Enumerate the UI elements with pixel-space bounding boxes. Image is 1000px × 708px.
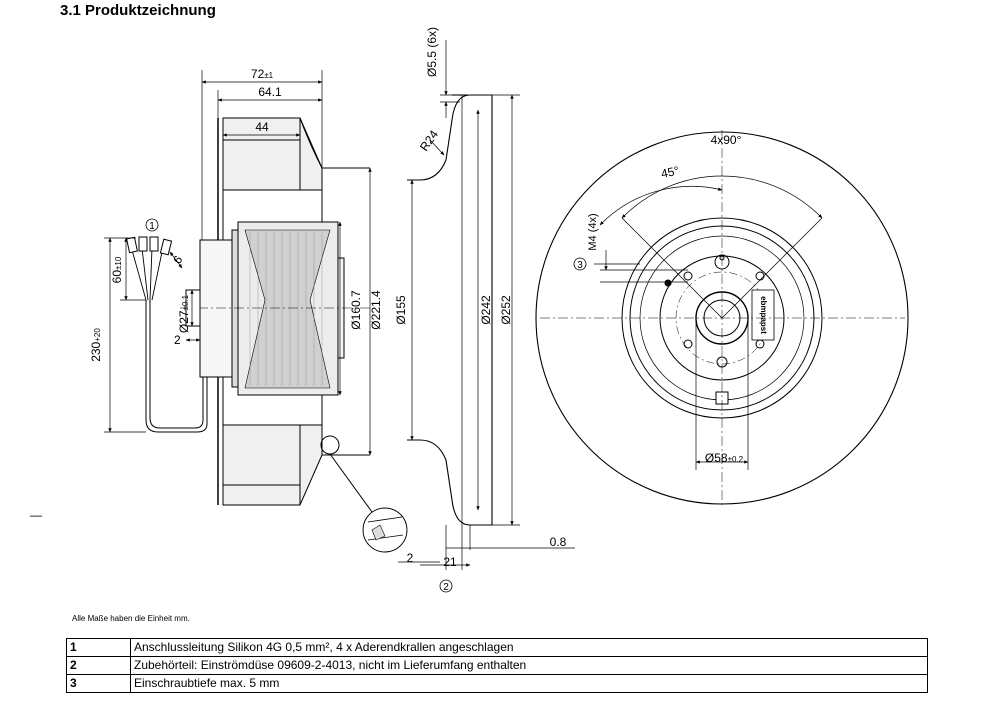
table-row: 1 Anschlussleitung Silikon 4G 0,5 mm², 4… bbox=[66, 638, 928, 657]
table-row: 3 Einschraubtiefe max. 5 mm bbox=[66, 674, 928, 693]
dim-m4-thread: M4 (4x) bbox=[587, 213, 599, 250]
nozzle-dimensions bbox=[398, 40, 575, 570]
svg-text:1: 1 bbox=[149, 221, 155, 232]
callout-markers: 1 2 3 bbox=[145, 218, 587, 593]
fan-side-view bbox=[126, 117, 380, 513]
product-drawing: 72±1 64.1 44 230+20 60±10 6 Ø27±0.1 2 Ø1… bbox=[89, 27, 909, 593]
table-row: 2 Zubehörteil: Einströmdüse 09609-2-4013… bbox=[66, 656, 928, 675]
dim-angle-45: 45° bbox=[660, 163, 681, 181]
front-dimensions bbox=[594, 175, 823, 470]
legend-number: 1 bbox=[66, 638, 131, 657]
side-mark: — bbox=[30, 508, 42, 522]
dim-thickness-21: 21 bbox=[443, 555, 457, 569]
dim-ring-252: Ø252 bbox=[499, 295, 513, 325]
dim-gap-left: 2 bbox=[174, 333, 181, 347]
dim-cable-length: 230+20 bbox=[89, 328, 103, 362]
legend-text: Zubehörteil: Einströmdüse 09609-2-4013, … bbox=[130, 656, 928, 675]
dim-motor-diameter: Ø160.7 bbox=[349, 290, 363, 330]
legend-table: 1 Anschlussleitung Silikon 4G 0,5 mm², 4… bbox=[66, 638, 928, 693]
callout-3: 3 bbox=[573, 257, 587, 271]
dim-wheel-diameter: Ø221.4 bbox=[369, 290, 383, 330]
legend-text: Anschlussleitung Silikon 4G 0,5 mm², 4 x… bbox=[130, 638, 928, 657]
fan-dimensions bbox=[104, 70, 372, 456]
dim-thickness-08: 0.8 bbox=[550, 535, 567, 549]
unit-note: Alle Maße haben die Einheit mm. bbox=[72, 614, 190, 623]
callout-1: 1 bbox=[145, 218, 159, 232]
legend-number: 3 bbox=[66, 674, 131, 693]
inlet-nozzle-section bbox=[362, 94, 493, 553]
dim-nozzle-diameter: Ø155 bbox=[394, 295, 408, 325]
dim-44: 44 bbox=[255, 120, 269, 134]
dim-thickness-2: 2 bbox=[407, 551, 414, 565]
svg-text:3: 3 bbox=[577, 260, 583, 271]
dim-ring-242: Ø242 bbox=[479, 295, 493, 325]
dim-bore-diameter: Ø58±0.2 bbox=[705, 451, 744, 465]
svg-text:2: 2 bbox=[443, 582, 449, 593]
legend-number: 2 bbox=[66, 656, 131, 675]
legend-text: Einschraubtiefe max. 5 mm bbox=[130, 674, 928, 693]
dim-64: 64.1 bbox=[258, 85, 282, 99]
dim-strip-length: 60±10 bbox=[110, 256, 124, 283]
dim-hole-diameter: Ø5.5 (6x) bbox=[425, 27, 439, 77]
page-title: 3.1 Produktzeichnung bbox=[60, 2, 216, 19]
dim-angle-4x90: 4x90° bbox=[711, 133, 742, 147]
dim-72: 72±1 bbox=[251, 67, 274, 81]
dim-strip-end: 6 bbox=[170, 253, 185, 267]
dimension-labels: 72±1 64.1 44 230+20 60±10 6 Ø27±0.1 2 Ø1… bbox=[89, 27, 768, 569]
dim-radius: R24 bbox=[417, 127, 441, 153]
callout-2: 2 bbox=[439, 579, 453, 593]
dim-hub-diameter: Ø27±0.1 bbox=[177, 294, 191, 333]
label-brand: ebmpapst bbox=[759, 296, 768, 334]
fan-front-view bbox=[535, 130, 909, 505]
